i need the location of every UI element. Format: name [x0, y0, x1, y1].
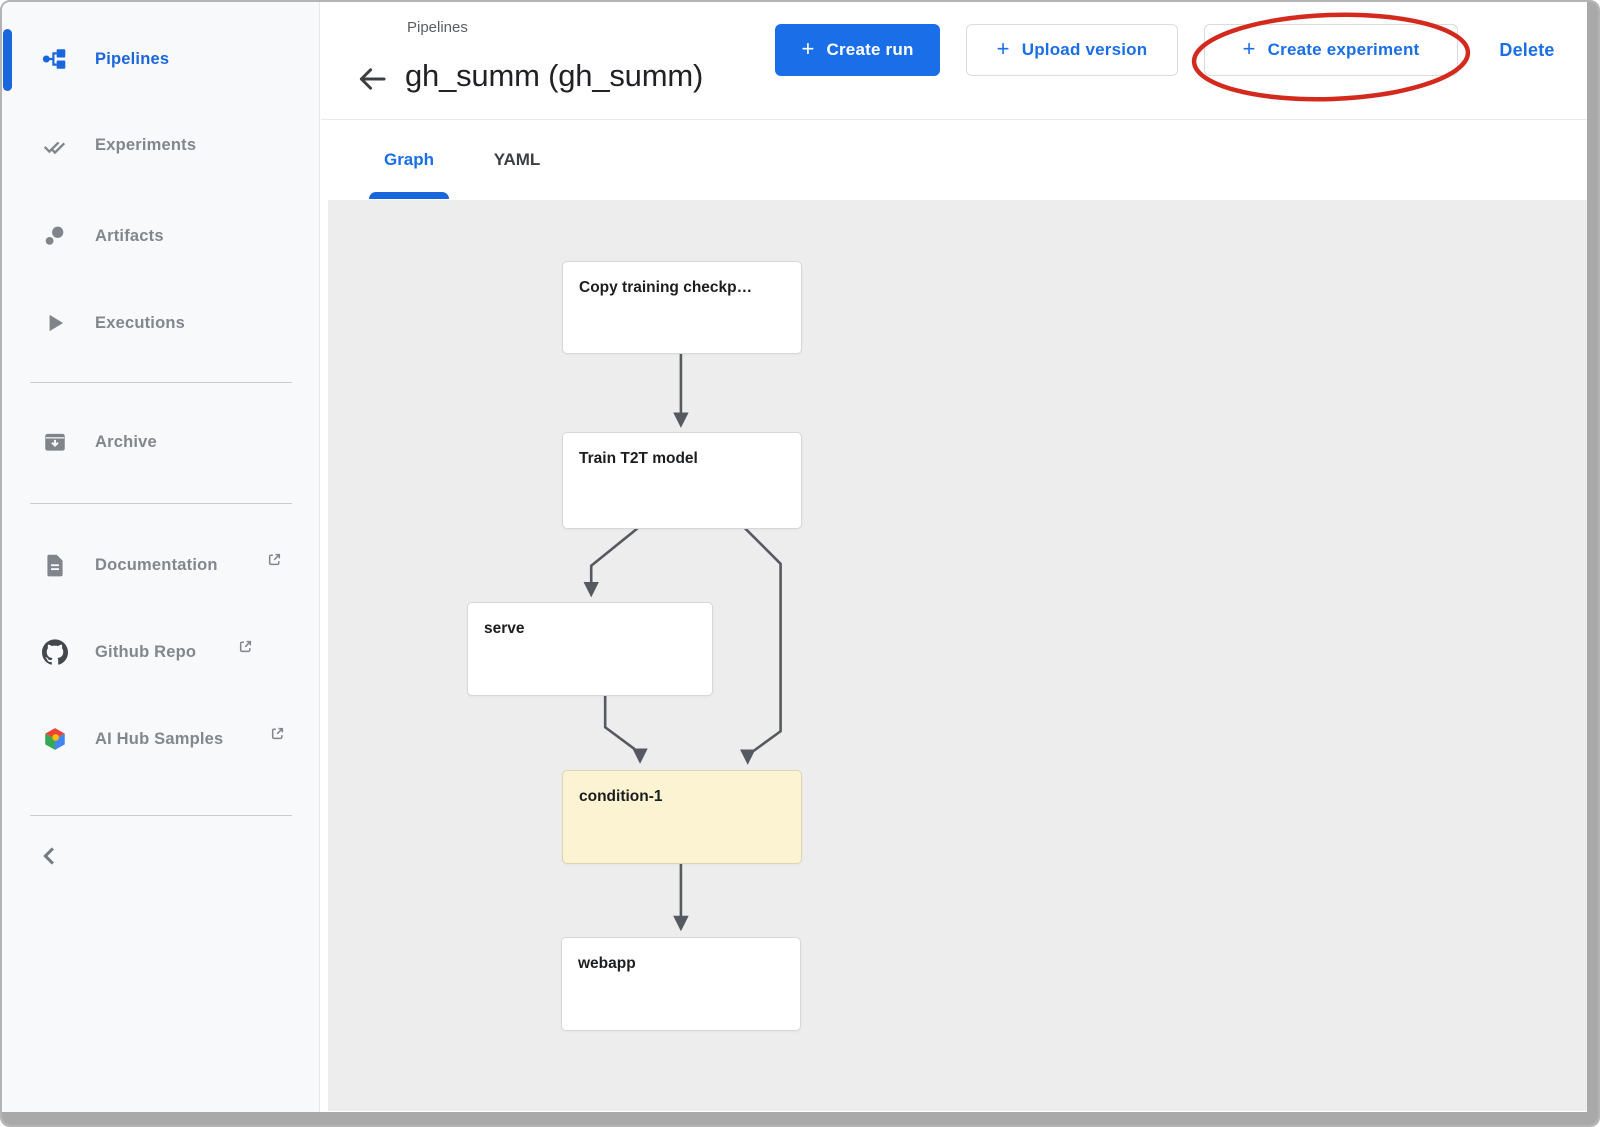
sidebar-item-artifacts[interactable]: Artifacts: [2, 208, 319, 264]
tab-yaml-label: YAML: [493, 150, 541, 169]
delete-button[interactable]: Delete: [1492, 32, 1562, 68]
tab-bar: Graph YAML: [321, 120, 1590, 200]
sidebar-item-experiments[interactable]: Experiments: [2, 117, 319, 173]
chevron-left-icon: [43, 847, 54, 865]
create-experiment-button[interactable]: + Create experiment: [1204, 24, 1458, 76]
sidebar-item-github-repo[interactable]: Github Repo: [2, 624, 319, 680]
node-label: Train T2T model: [579, 450, 698, 467]
vertical-scrollbar[interactable]: [1587, 2, 1598, 1112]
archive-icon: [42, 429, 68, 455]
graph-edge: [583, 526, 639, 598]
sidebar-divider: [30, 503, 292, 504]
upload-version-button[interactable]: + Upload version: [966, 24, 1178, 76]
graph-node-serve[interactable]: serve: [467, 602, 713, 696]
active-tab-indicator: [369, 192, 449, 199]
back-button[interactable]: [355, 62, 389, 96]
graph-node-condition-1[interactable]: condition-1: [562, 770, 802, 864]
sidebar-divider: [30, 815, 292, 816]
node-label: Copy training checkp…: [579, 279, 753, 296]
node-label: webapp: [578, 955, 636, 972]
sidebar-item-label: Github Repo: [95, 642, 197, 661]
create-experiment-wrapper: + Create experiment: [1191, 12, 1471, 102]
sidebar-item-pipelines[interactable]: Pipelines: [2, 31, 319, 87]
sidebar-item-label: Artifacts: [95, 226, 164, 245]
sidebar-item-executions[interactable]: Executions: [2, 295, 319, 351]
plus-icon: +: [1242, 36, 1256, 61]
artifacts-icon: [42, 223, 68, 249]
sidebar-item-documentation[interactable]: Documentation: [2, 537, 319, 593]
active-item-indicator: [3, 29, 12, 91]
sidebar-item-label: Executions: [95, 313, 186, 332]
graph-node-train-t2t-model[interactable]: Train T2T model: [562, 432, 802, 529]
executions-icon: [42, 310, 68, 336]
graph-node-webapp[interactable]: webapp: [561, 937, 801, 1031]
page-header: Pipelines gh_summ (gh_summ) + Create run…: [321, 2, 1590, 120]
main-content: Pipelines gh_summ (gh_summ) + Create run…: [321, 2, 1590, 1125]
sidebar-item-label: Documentation: [95, 555, 218, 574]
node-label: condition-1: [579, 788, 663, 805]
sidebar-item-ai-hub-samples[interactable]: AI Hub Samples: [2, 711, 319, 767]
pipeline-graph-canvas[interactable]: Copy training checkp… Train T2T model se…: [328, 200, 1590, 1111]
aihub-samples-icon: [42, 726, 68, 752]
create-experiment-label: Create experiment: [1267, 40, 1420, 59]
experiments-icon: [42, 132, 68, 158]
external-link-icon: [270, 726, 285, 741]
graph-edge: [739, 527, 782, 765]
sidebar-item-label: Pipelines: [95, 49, 170, 68]
external-link-icon: [267, 552, 282, 567]
sidebar-divider: [30, 382, 292, 383]
sidebar-item-archive[interactable]: Archive: [2, 414, 319, 470]
back-arrow-icon: [359, 68, 386, 90]
sidebar-item-label: AI Hub Samples: [95, 729, 224, 748]
tab-graph-label: Graph: [383, 150, 435, 169]
sidebar-item-label: Archive: [95, 432, 157, 451]
tab-yaml[interactable]: YAML: [481, 120, 553, 200]
node-label: serve: [484, 620, 525, 637]
horizontal-scrollbar[interactable]: [2, 1112, 1598, 1125]
sidebar: Pipelines Experiments Artifacts Executio…: [2, 2, 320, 1125]
create-run-button[interactable]: + Create run: [775, 24, 940, 76]
sidebar-collapse-button[interactable]: [36, 842, 64, 870]
plus-icon: +: [996, 36, 1010, 61]
page-title: gh_summ (gh_summ): [405, 58, 704, 93]
sidebar-item-label: Experiments: [95, 135, 197, 154]
document-icon: [42, 552, 68, 578]
graph-edge: [603, 694, 648, 764]
graph-edges: [583, 353, 782, 932]
plus-icon: +: [801, 36, 815, 61]
github-icon: [42, 639, 68, 665]
breadcrumb: Pipelines: [407, 19, 468, 36]
tab-graph[interactable]: Graph: [369, 120, 449, 200]
create-run-label: Create run: [826, 40, 914, 59]
pipelines-icon: [42, 46, 68, 72]
external-link-icon: [238, 639, 253, 654]
upload-version-label: Upload version: [1021, 40, 1148, 59]
graph-node-copy-training-checkpoint[interactable]: Copy training checkp…: [562, 261, 802, 354]
